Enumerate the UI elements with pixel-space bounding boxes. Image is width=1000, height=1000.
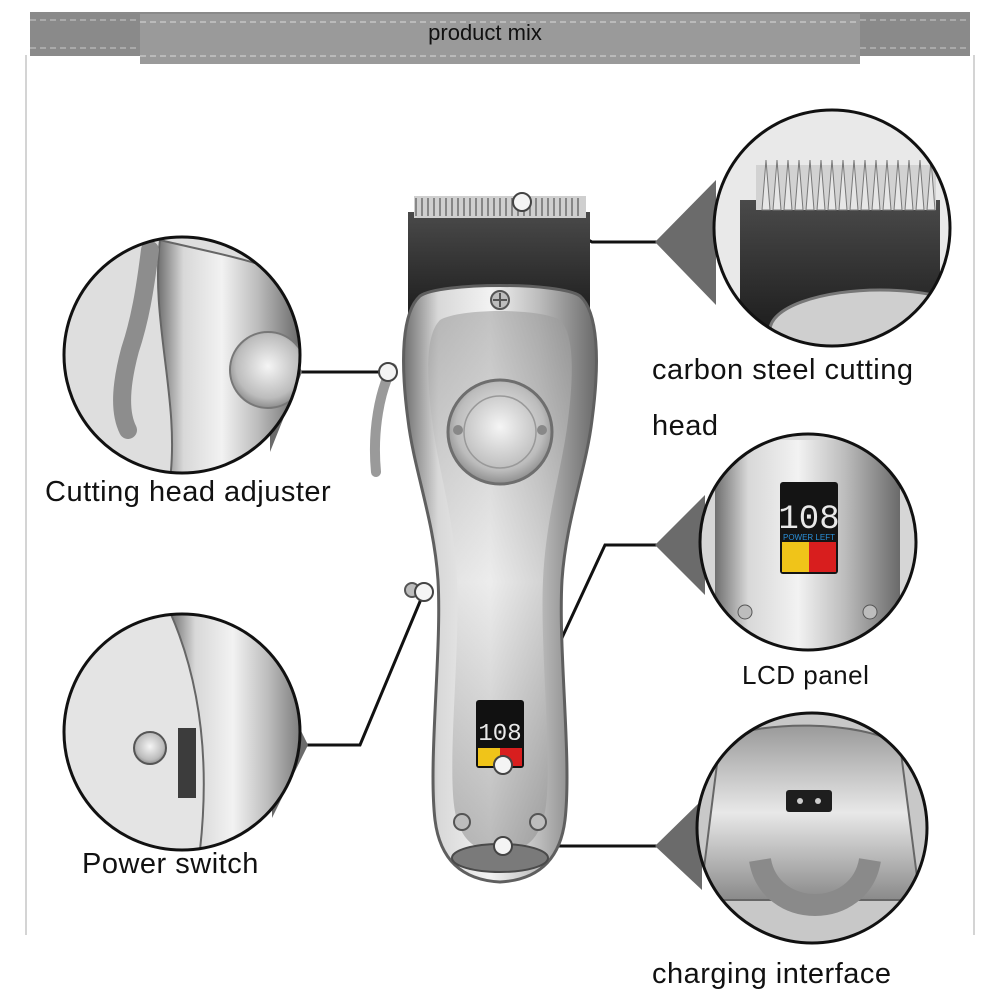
banner: [0, 0, 1000, 64]
label-charging: charging interface: [652, 958, 892, 990]
zoom-blade-tooth: [915, 159, 925, 211]
zoom-blade-tooth: [772, 159, 782, 211]
clipper-body: [369, 196, 598, 884]
callout-markers: [378, 192, 532, 856]
zoom-blade-tooth: [904, 159, 914, 211]
zoom-blade-tooth: [838, 159, 848, 211]
lcd-digits-body: 108: [478, 721, 521, 748]
frame-border-right: [973, 55, 975, 935]
zoom-lcd: 108 POWER LEFT: [698, 432, 918, 652]
zoom-blade-tooth: [794, 159, 804, 211]
label-power-switch: Power switch: [82, 848, 259, 880]
zoom-blade-tooth: [761, 159, 771, 211]
lcd-caption: POWER LEFT: [783, 533, 835, 542]
zoom-cutting-head: [712, 108, 952, 348]
label-lcd: LCD panel: [742, 660, 870, 690]
zoom-blade-tooth: [816, 159, 826, 211]
zoom-blade-tooth: [860, 159, 870, 211]
zoom-blade-tooth: [882, 159, 892, 211]
zoom-blade-tooth: [783, 159, 793, 211]
zoom-charging: [695, 711, 929, 945]
label-adjuster: Cutting head adjuster: [45, 476, 332, 508]
zoom-blade-tooth: [805, 159, 815, 211]
adjuster-lever: [369, 363, 397, 477]
zoom-power-switch: [62, 612, 302, 852]
zoom-blade-tooth: [849, 159, 859, 211]
zoom-blade-tooth: [827, 159, 837, 211]
label-cutting-head-line2: head: [652, 410, 719, 442]
banner-title: product mix: [428, 20, 542, 45]
zoom-adjuster: [62, 235, 302, 475]
label-cutting-head-line1: carbon steel cutting: [652, 354, 914, 386]
blade-teeth: [414, 196, 586, 218]
zoom-blade-tooth: [871, 159, 881, 211]
zoom-blade-tooth: [926, 159, 936, 211]
brand-disc: [446, 378, 554, 486]
lcd-digits-zoom: 108: [778, 501, 839, 539]
lcd-panel-display: [476, 700, 524, 768]
frame-border-left: [25, 55, 27, 935]
zoom-blade-tooth: [893, 159, 903, 211]
